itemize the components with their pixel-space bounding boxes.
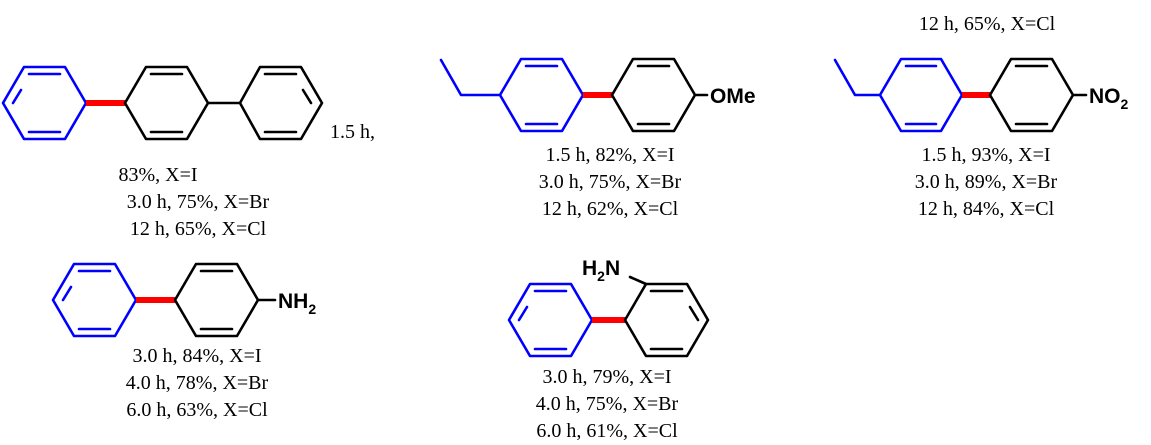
product-4-condition-1: 3.0 h, 84%, X=I <box>132 345 261 367</box>
product-5-aniline-ring <box>623 282 710 358</box>
product-1-condition-3: 3.0 h, 75%, X=Br <box>127 191 270 213</box>
product-5-condition-2: 4.0 h, 75%, X=Br <box>536 393 679 415</box>
product-5-condition-3: 6.0 h, 61%, X=Cl <box>536 420 678 442</box>
product-2-condition-3: 12 h, 62%, X=Cl <box>542 198 679 220</box>
product-2-condition-2: 3.0 h, 75%, X=Br <box>539 171 682 193</box>
product-2-condition-1: 1.5 h, 82%, X=I <box>545 144 674 166</box>
product-1-middle-ring <box>123 65 210 141</box>
product-5-condition-1: 3.0 h, 79%, X=I <box>542 366 671 388</box>
product-1-terminal-ring <box>238 65 324 141</box>
product-5-ortho-aminobiphenyl: H2N 3.0 h, 79%, X=I 4.0 h, 75%, X=Br 6.0… <box>507 257 710 442</box>
product-2-ethyl-chain <box>439 58 502 97</box>
product-2-substituent-label: OMe <box>710 85 756 108</box>
product-4-blue-phenyl-ring <box>51 262 138 338</box>
product-4-condition-2: 4.0 h, 78%, X=Br <box>126 372 269 394</box>
product-3-condition-2: 1.5 h, 93%, X=I <box>921 144 1050 166</box>
product-3-nitroarene-ring <box>988 57 1075 133</box>
product-4-substituent-label: NH2 <box>278 290 316 317</box>
product-1-condition-1: 1.5 h, <box>330 121 375 143</box>
product-3-condition-4: 12 h, 84%, X=Cl <box>918 198 1055 220</box>
product-3-nitro-biphenyl: 12 h, 65%, X=Cl NO2 1.5 h, 93%, X=I 3.0 … <box>833 13 1129 220</box>
product-1-condition-2: 83%, X=I <box>118 164 197 186</box>
product-2-anisole-ring <box>610 57 697 133</box>
product-5-n-bond <box>628 275 648 286</box>
product-4-aniline-ring <box>173 262 260 338</box>
product-4-condition-3: 6.0 h, 63%, X=Cl <box>126 399 268 421</box>
product-3-ethyl-chain <box>833 58 882 97</box>
product-5-substituent-label: H2N <box>582 257 620 284</box>
product-1-terphenyl: 1.5 h, 83%, X=I 3.0 h, 75%, X=Br 12 h, 6… <box>1 65 375 240</box>
product-3-blue-aryl-ring <box>878 57 964 133</box>
product-3-condition-1: 12 h, 65%, X=Cl <box>919 13 1056 35</box>
product-1-blue-phenyl-ring <box>1 65 88 141</box>
product-3-substituent-label: NO2 <box>1089 85 1129 112</box>
product-3-condition-3: 3.0 h, 89%, X=Br <box>915 171 1058 193</box>
product-2-methoxy-biphenyl: OMe 1.5 h, 82%, X=I 3.0 h, 75%, X=Br 12 … <box>439 57 756 220</box>
product-4-aminobiphenyl: NH2 3.0 h, 84%, X=I 4.0 h, 78%, X=Br 6.0… <box>51 262 316 421</box>
product-2-blue-aryl-ring <box>498 57 585 133</box>
product-5-blue-phenyl-ring <box>507 282 594 358</box>
product-1-condition-4: 12 h, 65%, X=Cl <box>130 218 267 240</box>
